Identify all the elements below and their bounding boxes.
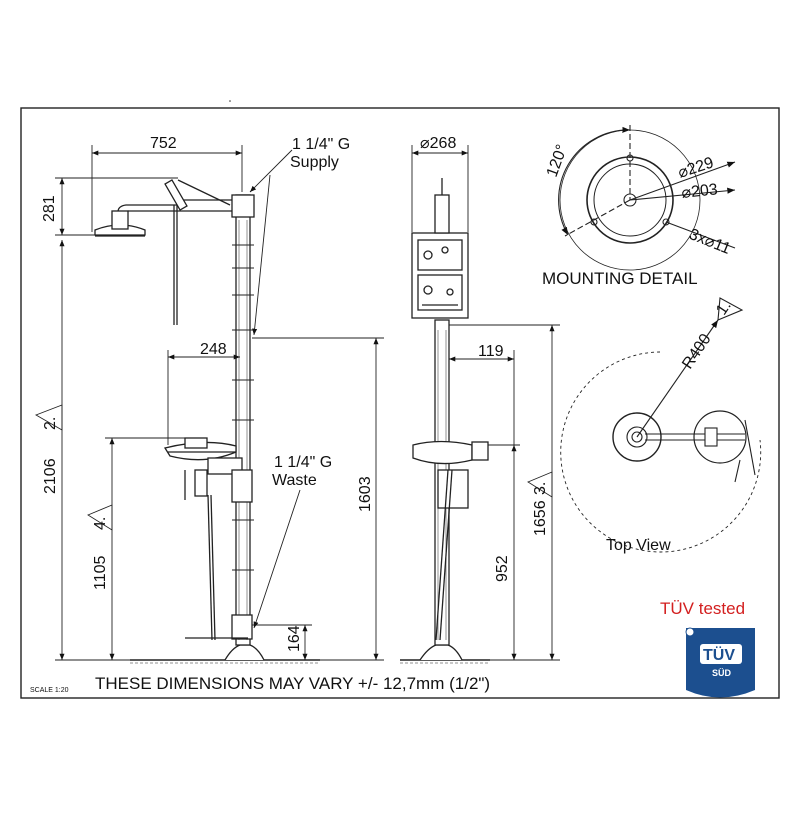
dim-1656: 1656	[532, 500, 549, 536]
supply-label-size: 1 1/4" G	[292, 136, 350, 153]
top-view-title: Top View	[606, 537, 671, 554]
mounting-angle: 120°	[544, 142, 571, 179]
dim-119: 119	[478, 343, 504, 360]
dim-2106: 2106	[42, 458, 59, 494]
tuv-badge-icon: TÜV SÜD	[685, 627, 755, 698]
drawing-frame	[20, 107, 780, 699]
tag-3: 3.	[532, 482, 549, 495]
mounting-d203: ⌀203	[681, 181, 719, 202]
dim-268: ⌀268	[420, 135, 456, 152]
scale-note: SCALE 1:20	[30, 687, 69, 694]
tuv-tested-label: TÜV tested	[660, 599, 745, 618]
dim-1105: 1105	[92, 555, 109, 590]
dim-248: 248	[200, 341, 227, 358]
supply-label: Supply	[290, 154, 339, 171]
side-dimensions	[411, 145, 560, 661]
tag-4: 4.	[92, 517, 109, 530]
top-view-radius-tag: 1.	[713, 298, 735, 319]
dim-952: 952	[494, 555, 511, 582]
mounting-detail	[558, 125, 736, 271]
tolerance-note: THESE DIMENSIONS MAY VARY +/- 12,7mm (1/…	[95, 674, 490, 693]
side-view	[400, 178, 490, 664]
dim-1603: 1603	[357, 476, 374, 512]
mounting-holes: 3x⌀11	[687, 226, 733, 258]
dim-281: 281	[41, 195, 58, 222]
dim-164: 164	[286, 625, 303, 652]
waste-label: Waste	[272, 472, 317, 489]
dim-752: 752	[150, 135, 177, 152]
tuv-badge-sub: SÜD	[712, 668, 732, 678]
tag-2: 2.	[42, 417, 59, 430]
mounting-detail-title: MOUNTING DETAIL	[542, 269, 698, 288]
top-view	[560, 297, 762, 553]
tuv-badge-brand: TÜV	[703, 645, 735, 664]
top-view-radius: R400	[679, 331, 715, 372]
front-dimensions	[34, 145, 384, 661]
waste-label-size: 1 1/4" G	[274, 454, 332, 471]
front-view	[94, 179, 320, 664]
